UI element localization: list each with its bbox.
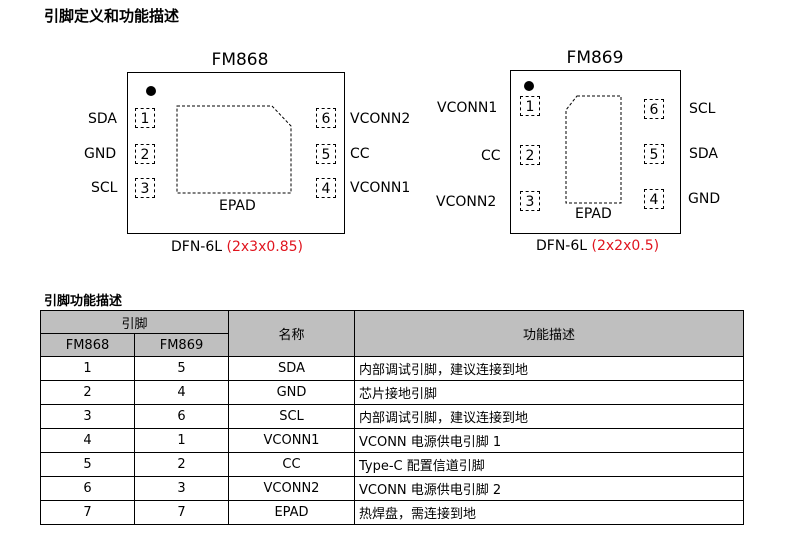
cell-fm868: 7 — [40, 500, 135, 525]
fm868-pin-label-gnd: GND — [84, 146, 117, 162]
fm869-pin-label-vconn1: VCONN1 — [437, 100, 498, 116]
cell-name: GND — [228, 380, 355, 405]
cell-fm869: 1 — [134, 428, 229, 453]
cell-name: VCONN2 — [228, 476, 355, 501]
fm868-pin-3: 3 — [135, 178, 155, 198]
cell-description: 内部调试引脚，建议连接到地 — [354, 356, 744, 381]
cell-description: Type-C 配置信道引脚 — [354, 452, 744, 477]
fm869-epad-label: EPAD — [575, 206, 612, 222]
fm868-pin1-marker — [146, 86, 156, 96]
header-pin: 引脚 — [40, 310, 229, 334]
fm869-pin-4: 4 — [644, 189, 664, 209]
cell-name: CC — [228, 452, 355, 477]
cell-name: SDA — [228, 356, 355, 381]
cell-description: VCONN 电源供电引脚 1 — [354, 428, 744, 453]
fm868-package-type: DFN-6L — [171, 239, 223, 255]
fm868-pin-4: 4 — [316, 178, 336, 198]
cell-description: 热焊盘，需连接到地 — [354, 500, 744, 525]
cell-fm869: 4 — [134, 380, 229, 405]
fm869-pin1-marker — [524, 81, 534, 91]
fm868-pin-label-vconn1: VCONN1 — [350, 180, 411, 196]
fm869-package-caption: DFN-6L (2x2x0.5) — [536, 238, 659, 254]
fm869-package-type: DFN-6L — [536, 238, 588, 254]
fm869-pin-label-cc: CC — [481, 148, 501, 164]
cell-name: EPAD — [228, 500, 355, 525]
cell-fm869: 2 — [134, 452, 229, 477]
fm868-package-caption: DFN-6L (2x3x0.85) — [171, 239, 303, 255]
cell-name: VCONN1 — [228, 428, 355, 453]
cell-fm868: 6 — [40, 476, 135, 501]
cell-description: 内部调试引脚，建议连接到地 — [354, 404, 744, 429]
cell-name: SCL — [228, 404, 355, 429]
fm869-pin-label-vconn2: VCONN2 — [436, 194, 497, 210]
fm868-package-outline — [127, 72, 345, 234]
fm868-epad-outline — [176, 105, 292, 194]
cell-fm868: 5 — [40, 452, 135, 477]
cell-fm869: 6 — [134, 404, 229, 429]
cell-fm868: 3 — [40, 404, 135, 429]
fm869-pin-label-gnd: GND — [688, 191, 721, 207]
fm868-pin-label-scl: SCL — [91, 180, 118, 196]
fm868-epad-label: EPAD — [219, 198, 256, 214]
table-row: 6 3 VCONN2 VCONN 电源供电引脚 2 — [40, 476, 744, 501]
cell-description: VCONN 电源供电引脚 2 — [354, 476, 744, 501]
cell-fm869: 3 — [134, 476, 229, 501]
fm869-name: FM869 — [566, 48, 624, 68]
fm869-pin-label-scl: SCL — [689, 101, 716, 117]
fm868-pin-1: 1 — [135, 108, 155, 128]
cell-fm868: 1 — [40, 356, 135, 381]
fm869-pin-6: 6 — [644, 99, 664, 119]
table-row: 5 2 CC Type-C 配置信道引脚 — [40, 452, 744, 477]
table-row: 4 1 VCONN1 VCONN 电源供电引脚 1 — [40, 428, 744, 453]
fm869-epad-outline — [565, 95, 622, 204]
fm869-package-outline — [510, 70, 681, 234]
table-title: 引脚功能描述 — [44, 294, 123, 309]
table-row: 1 5 SDA 内部调试引脚，建议连接到地 — [40, 356, 744, 381]
fm868-pin-5: 5 — [316, 144, 336, 164]
table-row: 7 7 EPAD 热焊盘，需连接到地 — [40, 500, 744, 525]
fm868-pin-label-vconn2: VCONN2 — [350, 111, 411, 127]
fm868-pin-2: 2 — [135, 144, 155, 164]
header-fm869: FM869 — [134, 333, 229, 357]
pin-function-table: 引脚 名称 功能描述 FM868 FM869 1 5 SDA 内部调试引脚，建议… — [40, 310, 744, 525]
fm868-package-dimensions: (2x3x0.85) — [226, 239, 304, 255]
table-row: 2 4 GND 芯片接地引脚 — [40, 380, 744, 405]
table-row: 3 6 SCL 内部调试引脚，建议连接到地 — [40, 404, 744, 429]
header-name: 名称 — [228, 310, 355, 357]
header-description: 功能描述 — [354, 310, 744, 357]
fm869-pin-label-sda: SDA — [689, 146, 718, 162]
page-title: 引脚定义和功能描述 — [44, 7, 180, 25]
fm868-pin-label-sda: SDA — [88, 111, 117, 127]
fm869-pin-5: 5 — [644, 144, 664, 164]
cell-fm869: 7 — [134, 500, 229, 525]
fm868-name: FM868 — [211, 50, 269, 70]
header-fm868: FM868 — [40, 333, 135, 357]
fm869-pin-3: 3 — [520, 191, 540, 211]
cell-fm868: 2 — [40, 380, 135, 405]
cell-fm869: 5 — [134, 356, 229, 381]
fm869-package-dimensions: (2x2x0.5) — [591, 238, 660, 254]
fm869-pin-2: 2 — [520, 145, 540, 165]
fm869-pin-1: 1 — [520, 96, 540, 116]
cell-fm868: 4 — [40, 428, 135, 453]
cell-description: 芯片接地引脚 — [354, 380, 744, 405]
fm868-pin-label-cc: CC — [350, 146, 370, 162]
fm868-pin-6: 6 — [316, 108, 336, 128]
